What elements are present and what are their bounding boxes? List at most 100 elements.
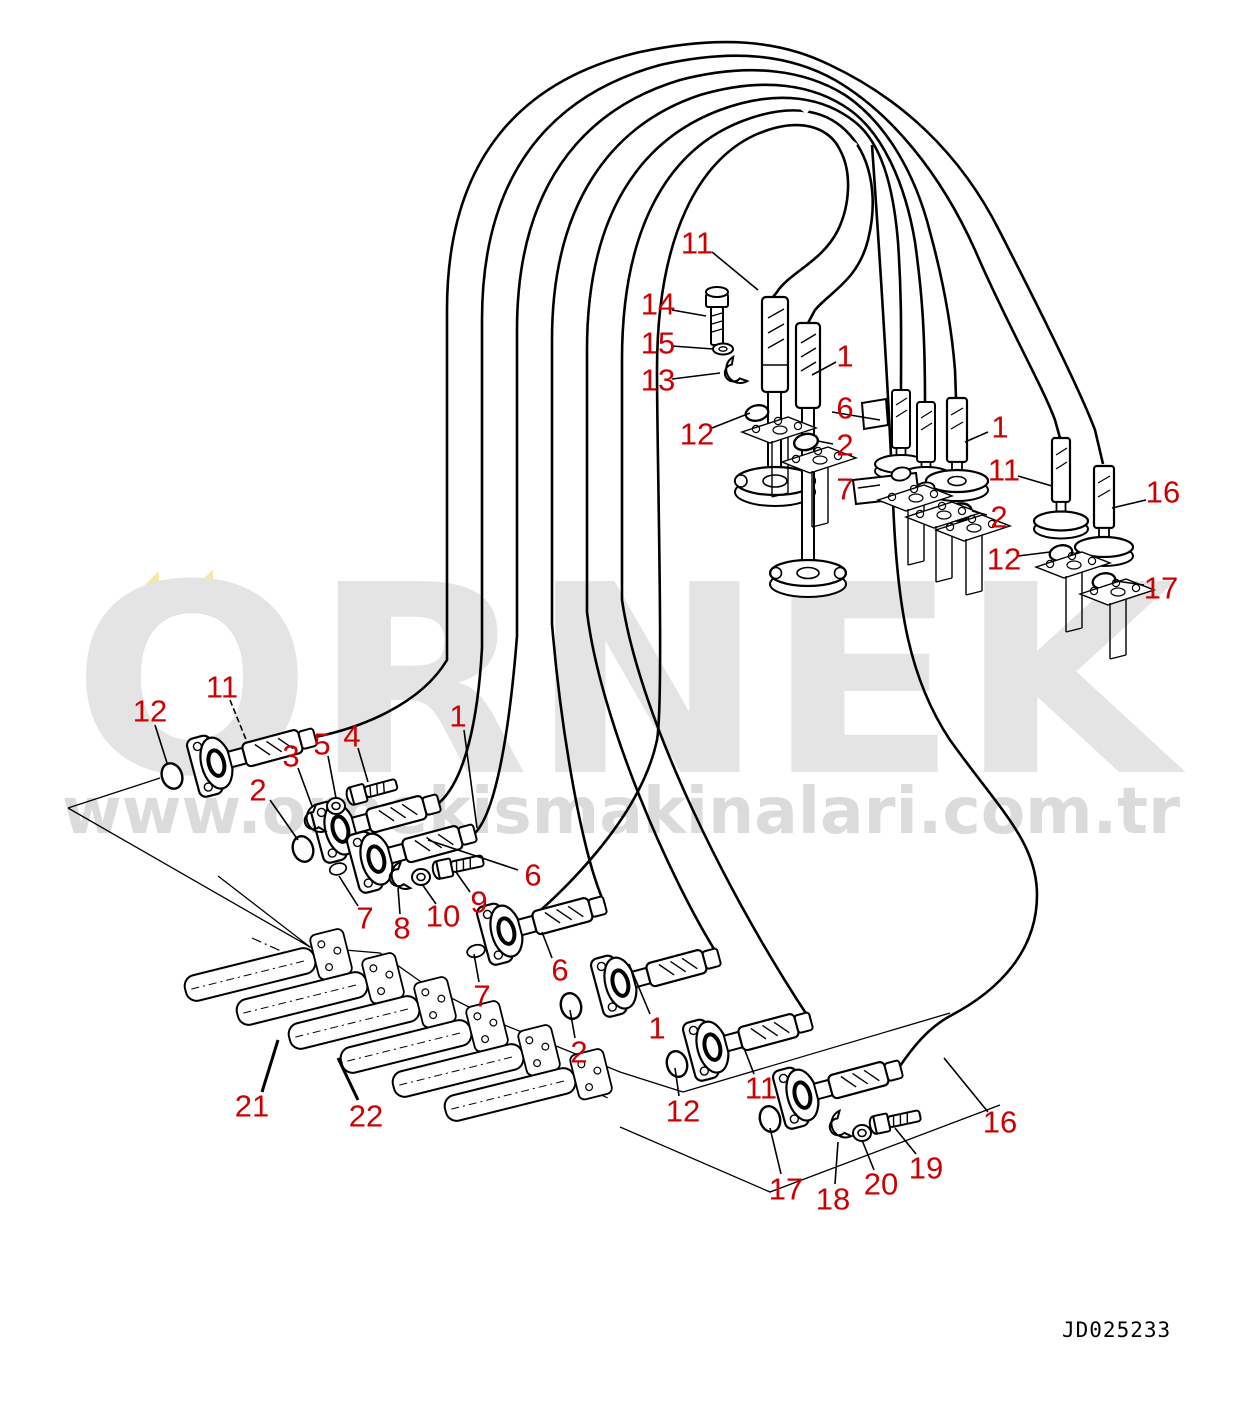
- part-callout: 2: [836, 427, 854, 463]
- callout-leader: [671, 309, 707, 317]
- part-callout: 14: [640, 286, 676, 322]
- brand-triangle-icon: [176, 570, 213, 603]
- callout-leader: [569, 1009, 576, 1039]
- callout-leader: [861, 1139, 875, 1171]
- callout-leader: [154, 724, 168, 764]
- callout-leader: [357, 747, 369, 783]
- callout-leader-lines: [154, 251, 1147, 1185]
- part-callout: 20: [863, 1166, 899, 1202]
- callout-leader: [1115, 580, 1145, 586]
- part-callout: 7: [356, 900, 374, 936]
- part-callout: 22: [348, 1098, 384, 1134]
- part-callout: 3: [282, 738, 300, 774]
- callout-leader: [857, 484, 881, 489]
- part-callout: 12: [665, 1093, 701, 1129]
- callout-leader: [671, 372, 721, 380]
- callout-leader: [834, 1141, 839, 1185]
- callout-leader: [711, 412, 751, 429]
- callout-leader: [421, 883, 437, 905]
- part-callout: 15: [640, 325, 676, 361]
- callout-leader: [811, 361, 837, 376]
- url-watermark: www.ornekismakinalari.com.tr: [62, 775, 1180, 849]
- hose-line: [870, 144, 1039, 1070]
- part-callout: 1: [836, 338, 854, 374]
- callout-leader: [671, 345, 714, 350]
- callout-leader: [397, 887, 401, 915]
- part-callout: 10: [425, 898, 461, 934]
- part-callout: 18: [815, 1181, 851, 1217]
- washer-15: [712, 342, 734, 356]
- callout-leader: [769, 1127, 782, 1175]
- part-callout: 11: [744, 1070, 778, 1106]
- callout-leader: [1111, 499, 1147, 509]
- callout-leader: [628, 963, 651, 1015]
- part-callout: 7: [473, 978, 491, 1014]
- part-callout: 2: [570, 1034, 588, 1070]
- part-callout: 11: [205, 669, 239, 705]
- hose-line: [474, 68, 958, 834]
- callout-leader: [260, 1039, 280, 1093]
- callout-leader: [336, 1057, 360, 1101]
- part-callout: 9: [470, 884, 488, 920]
- part-callout: 11: [987, 452, 1021, 488]
- callout-leader: [269, 799, 299, 841]
- callout-leader: [473, 953, 480, 983]
- part-callout: 2: [990, 499, 1008, 535]
- callout-leader: [674, 1067, 680, 1097]
- bolt-14: [705, 286, 729, 346]
- callout-leader: [711, 251, 759, 291]
- hose-line: [314, 40, 1105, 739]
- callout-leader: [229, 699, 248, 743]
- part-callout: 5: [313, 726, 331, 762]
- part-callout: 1: [991, 409, 1009, 445]
- part-callout: 6: [836, 390, 854, 426]
- part-callout: 12: [986, 541, 1022, 577]
- callout-leader: [297, 767, 313, 807]
- part-callout: 17: [768, 1171, 804, 1207]
- callout-leader: [1017, 475, 1053, 487]
- callout-leader: [338, 875, 359, 907]
- valve-manifold: [178, 926, 615, 1134]
- callout-leader: [831, 411, 881, 421]
- part-callout: 4: [343, 718, 361, 754]
- bracket-6: [860, 397, 890, 431]
- callout-leader: [427, 839, 519, 871]
- callout-leader: [455, 871, 471, 893]
- hose-line: [620, 109, 874, 1022]
- callout-leader: [463, 729, 478, 829]
- drawing-code: JD025233: [1062, 1318, 1171, 1342]
- hose-line: [519, 123, 850, 930]
- part-callout: 12: [132, 693, 168, 729]
- callout-leader: [1017, 551, 1051, 557]
- part-callout: 6: [524, 857, 542, 893]
- callout-leader: [327, 755, 337, 799]
- part-callout: 12: [679, 416, 715, 452]
- hose-end-assembly: [1073, 464, 1135, 567]
- hose-end-assembly: [1032, 436, 1090, 540]
- part-callout: 16: [982, 1104, 1018, 1140]
- hose-end-assembly: [924, 396, 990, 502]
- part-callout: 2: [249, 772, 267, 808]
- callout-leader: [943, 1057, 989, 1113]
- part-callout: 13: [640, 362, 676, 398]
- callout-leader: [971, 510, 988, 516]
- part-callout: 16: [1145, 474, 1181, 510]
- part-callout: 11: [680, 225, 714, 261]
- hose-bundle: [314, 40, 1105, 1070]
- part-callout: 21: [234, 1088, 270, 1124]
- part-callout: 7: [836, 471, 854, 507]
- callout-leader: [817, 440, 834, 445]
- part-callout: 8: [393, 910, 411, 946]
- watermark-layer: ORNEK www.ornekismakinalari.com.tr: [62, 529, 1188, 849]
- callout-leader: [743, 1047, 755, 1075]
- brand-triangle-icon: [126, 571, 159, 603]
- part-callout: 17: [1143, 570, 1179, 606]
- callout-leader: [964, 431, 989, 443]
- brand-watermark: ORNEK: [72, 529, 1188, 834]
- hose-line: [585, 96, 903, 958]
- hose-line: [550, 83, 927, 906]
- part-callout: 1: [449, 698, 467, 734]
- callout-leader: [894, 1127, 917, 1155]
